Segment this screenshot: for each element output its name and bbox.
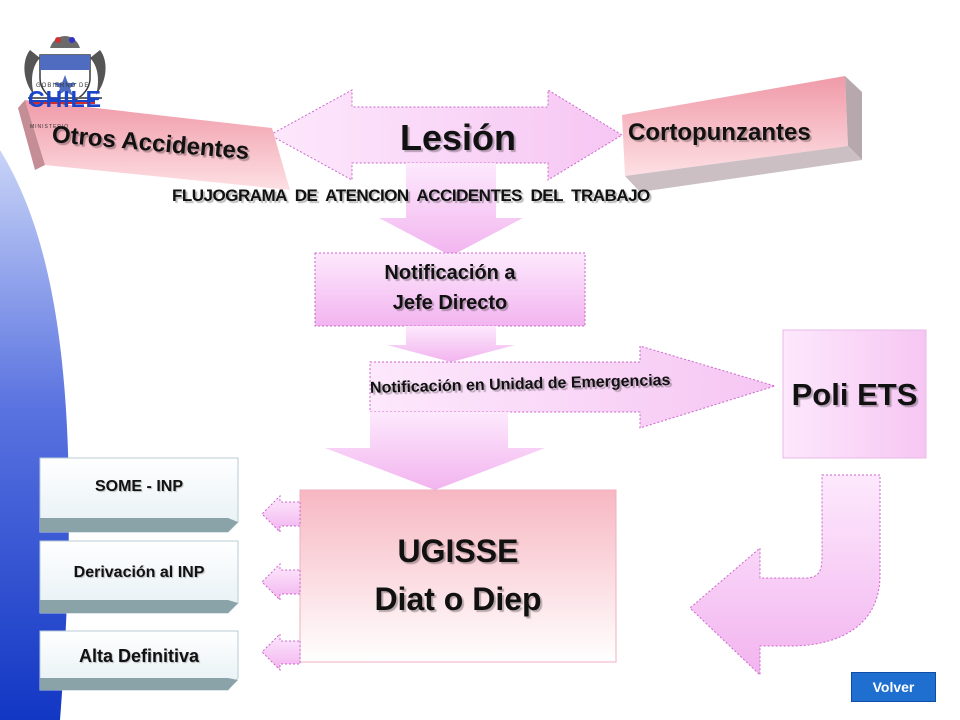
- down-arrow-3: [325, 412, 545, 490]
- side-button-alta[interactable]: Alta Definitiva: [40, 631, 238, 686]
- logo-sub-text: MINISTERIO: [30, 124, 70, 130]
- flowchart-title: FLUJOGRAMA DE ATENCION ACCIDENTES DEL TR…: [172, 186, 650, 205]
- side-button-shapes: [39, 457, 239, 691]
- coat-of-arms-logo: [24, 36, 106, 105]
- right-banner-label: Cortopunzantes: [628, 119, 811, 146]
- volver-button[interactable]: Volver: [851, 672, 936, 702]
- side-button-derivacion[interactable]: Derivación al INP: [40, 541, 238, 609]
- down-arrow-1: [379, 163, 523, 256]
- ugisse-line1: UGISSE: [397, 533, 519, 569]
- down-arrow-2: [387, 326, 515, 362]
- right-banner-shape: [622, 76, 848, 176]
- side-button-label: Derivación al INP: [73, 564, 205, 581]
- side-button-label: Alta Definitiva: [78, 646, 200, 666]
- small-left-arrows: [261, 494, 301, 672]
- ugisse-box-shape: [299, 489, 617, 663]
- return-arrow-shape: [689, 474, 881, 677]
- poli-ets-label: Poli ETS: [791, 377, 918, 412]
- side-button-some-inp[interactable]: SOME - INP: [40, 458, 238, 528]
- poli-box-shape: [782, 329, 927, 459]
- notif-line2: Jefe Directo: [392, 292, 508, 314]
- left-banner-shape: [25, 100, 290, 190]
- ugisse-line2: Diat o Diep: [374, 581, 542, 617]
- notif-box-shape: [314, 252, 586, 327]
- side-button-label: SOME - INP: [94, 478, 183, 495]
- lesion-arrow-shape: [268, 89, 623, 181]
- logo-top-text: GOBIERNO DE: [36, 83, 90, 89]
- notif-line1: Notificación a: [384, 262, 516, 284]
- lesion-label: Lesión: [400, 117, 517, 158]
- logo-main-text: CHILE: [28, 86, 102, 112]
